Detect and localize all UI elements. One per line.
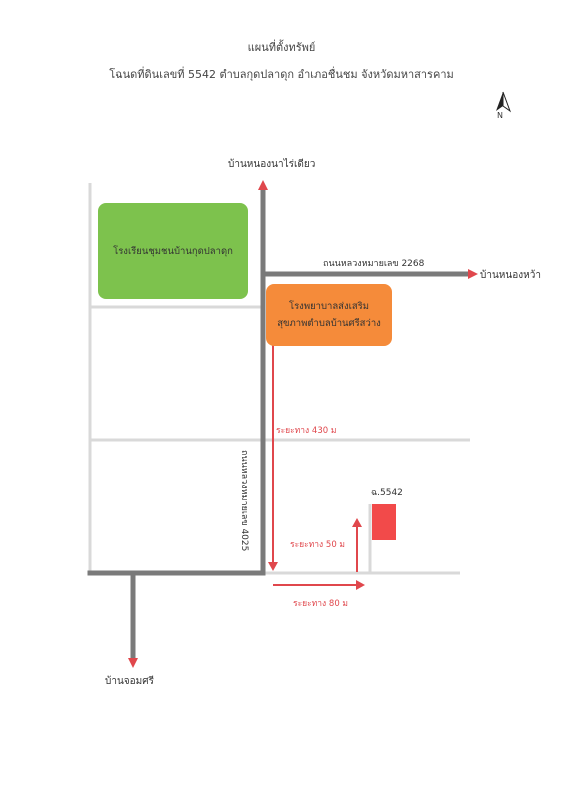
main-roads: [87, 187, 473, 663]
highway-4025-label: ถนนหลวงหมายเลข 4025: [239, 450, 249, 552]
north-compass-icon: [496, 91, 512, 113]
arrowhead-430: [268, 562, 278, 571]
hospital-label-line1: โรงพยาบาลส่งเสริม: [288, 301, 370, 312]
south-village-label: บ้านจอมศรี: [105, 676, 154, 687]
highway-2268-label: ถนนหลวงหมายเลข 2268: [323, 259, 425, 269]
arrowhead-50: [352, 518, 362, 527]
arrowhead-80: [356, 580, 365, 590]
map-title: แผนที่ตั้งทรัพย์: [247, 41, 316, 54]
compass-label: N: [497, 111, 503, 120]
land-plot-marker: [372, 504, 396, 540]
hospital-landmark: โรงพยาบาลส่งเสริม สุขภาพตำบลบ้านศรีสว่าง: [266, 284, 392, 346]
east-arrowhead: [468, 269, 478, 279]
school-landmark: โรงเรียนชุมชนบ้านกุดปลาดุก: [98, 203, 248, 299]
distance-label-80: ระยะทาง 80 ม: [293, 599, 349, 609]
distance-arrows: [272, 345, 358, 586]
south-arrowhead: [128, 658, 138, 668]
distance-label-430: ระยะทาง 430 ม: [276, 426, 337, 436]
minor-roads: [88, 183, 470, 575]
plot-label: ฉ.5542: [371, 488, 403, 498]
north-village-label: บ้านหนองนาไร่เดียว: [228, 159, 316, 170]
school-label: โรงเรียนชุมชนบ้านกุดปลาดุก: [113, 245, 233, 257]
distance-label-50: ระยะทาง 50 ม: [290, 540, 346, 550]
north-arrowhead: [258, 180, 268, 190]
map-subtitle: โฉนดที่ดินเลขที่ 5542 ตำบลกุดปลาดุก อำเภ…: [109, 68, 454, 81]
east-village-label: บ้านหนองหว้า: [480, 270, 541, 281]
hospital-label-line2: สุขภาพตำบลบ้านศรีสว่าง: [277, 318, 381, 329]
